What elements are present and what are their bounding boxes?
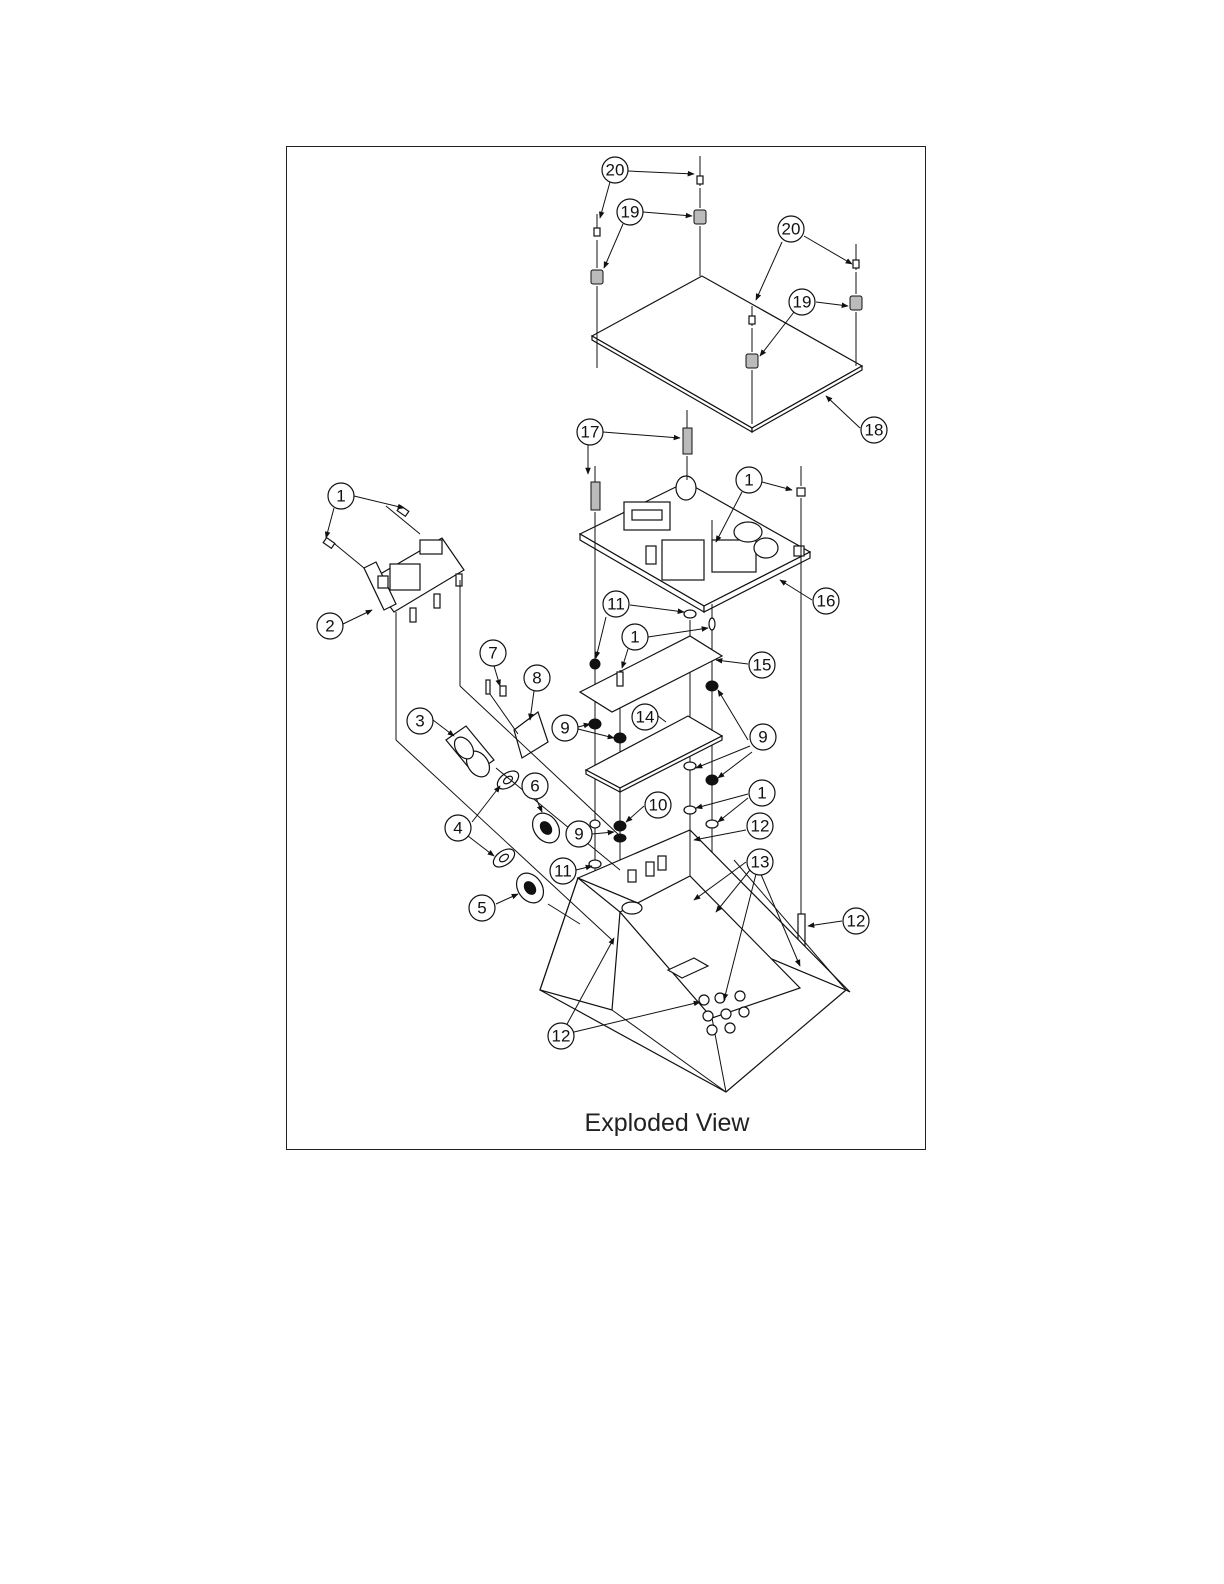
callout-6: 6 — [522, 773, 548, 799]
callout-12-upper: 12 — [747, 813, 773, 839]
svg-text:19: 19 — [621, 203, 640, 222]
callout-14: 14 — [632, 704, 658, 730]
svg-text:1: 1 — [757, 784, 766, 803]
callout-11-lower: 11 — [550, 858, 576, 884]
callout-7: 7 — [480, 640, 506, 666]
callout-1-right: 1 — [749, 780, 775, 806]
callout-1-middle: 1 — [622, 624, 648, 650]
svg-text:1: 1 — [744, 471, 753, 490]
connector-jacks — [511, 808, 565, 908]
svg-text:12: 12 — [552, 1027, 571, 1046]
top-cover-plate — [592, 276, 862, 432]
svg-text:17: 17 — [581, 423, 600, 442]
svg-text:9: 9 — [574, 825, 583, 844]
svg-text:6: 6 — [530, 777, 539, 796]
svg-text:7: 7 — [488, 644, 497, 663]
cable-gland — [446, 726, 494, 781]
callout-5: 5 — [469, 895, 495, 921]
callout-2: 2 — [317, 613, 343, 639]
washers — [490, 767, 522, 870]
svg-text:20: 20 — [606, 161, 625, 180]
callout-13: 13 — [747, 849, 773, 875]
switch-bracket — [323, 506, 464, 622]
svg-text:3: 3 — [415, 712, 424, 731]
svg-text:20: 20 — [782, 220, 801, 239]
svg-text:12: 12 — [847, 912, 866, 931]
callout-9-left: 9 — [552, 715, 578, 741]
svg-text:2: 2 — [325, 617, 334, 636]
callout-3: 3 — [407, 708, 433, 734]
callout-10: 10 — [645, 792, 671, 818]
svg-text:1: 1 — [630, 628, 639, 647]
callout-1-pcb: 1 — [736, 467, 762, 493]
figure-caption: Exploded View — [585, 1109, 751, 1137]
callout-11-top: 11 — [603, 591, 629, 617]
svg-text:15: 15 — [753, 656, 772, 675]
svg-text:19: 19 — [793, 293, 812, 312]
callout-9-lower: 9 — [566, 821, 592, 847]
svg-text:12: 12 — [751, 817, 770, 836]
callout-20-right: 20 — [778, 216, 804, 242]
callout-9-right: 9 — [750, 724, 776, 750]
insulator-sheet — [580, 636, 722, 712]
svg-text:5: 5 — [477, 899, 486, 918]
callout-19-top: 19 — [617, 199, 643, 225]
svg-text:16: 16 — [817, 592, 836, 611]
svg-text:8: 8 — [532, 669, 541, 688]
sub-board — [586, 716, 722, 792]
callout-19-right: 19 — [789, 289, 815, 315]
svg-text:4: 4 — [453, 819, 462, 838]
svg-text:18: 18 — [865, 421, 884, 440]
svg-text:11: 11 — [554, 862, 572, 881]
svg-text:11: 11 — [607, 595, 625, 614]
callout-1-switch: 1 — [328, 483, 354, 509]
svg-text:10: 10 — [649, 796, 668, 815]
callout-17: 17 — [577, 419, 603, 445]
callout-20-top: 20 — [602, 157, 628, 183]
svg-text:9: 9 — [758, 728, 767, 747]
enclosure-base — [540, 830, 850, 1092]
svg-text:14: 14 — [636, 708, 655, 727]
svg-text:13: 13 — [751, 853, 770, 872]
callout-8: 8 — [524, 665, 550, 691]
callout-4: 4 — [445, 815, 471, 841]
svg-text:9: 9 — [560, 719, 569, 738]
svg-text:1: 1 — [336, 487, 345, 506]
callout-16: 16 — [813, 588, 839, 614]
callout-15: 15 — [749, 652, 775, 678]
callout-12-bottom: 12 — [548, 1023, 574, 1049]
callout-18: 18 — [861, 417, 887, 443]
callout-12-right: 12 — [843, 908, 869, 934]
